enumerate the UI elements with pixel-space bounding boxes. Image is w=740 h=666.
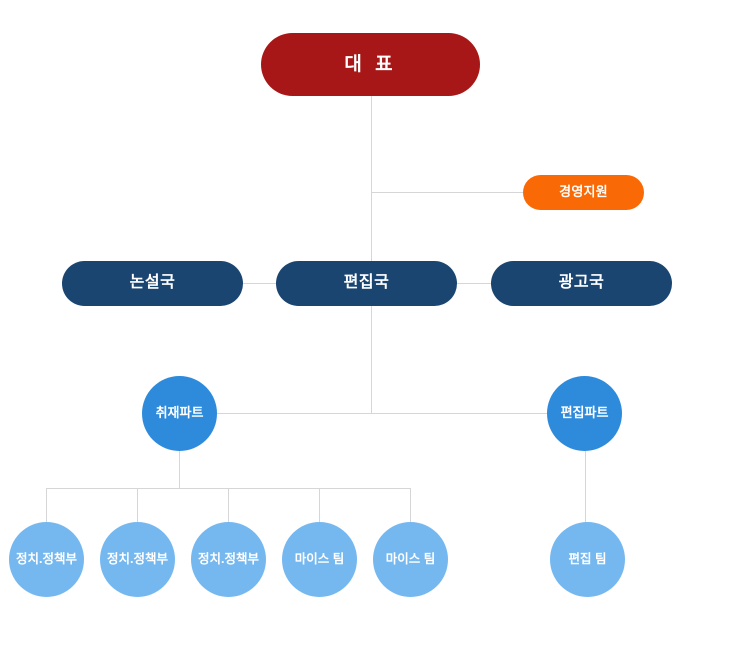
connector-team-drop-5 (410, 488, 411, 526)
connector-editing-drop (585, 451, 586, 526)
connector-support-branch (371, 192, 523, 193)
node-team-mice-1[interactable]: 마이스 팀 (282, 522, 357, 597)
node-team-politics-policy-2[interactable]: 정치.정책부 (100, 522, 175, 597)
node-ceo[interactable]: 대 표 (261, 33, 480, 96)
node-department-editorial-board[interactable]: 논설국 (62, 261, 243, 306)
node-department-editorial-office[interactable]: 편집국 (276, 261, 457, 306)
node-team-editing[interactable]: 편집 팀 (550, 522, 625, 597)
connector-editorial-down-trunk (371, 306, 372, 413)
node-department-advertising[interactable]: 광고국 (491, 261, 672, 306)
node-part-reporting[interactable]: 취재파트 (142, 376, 217, 451)
connector-part-bus (217, 413, 547, 414)
connector-team-drop-1 (46, 488, 47, 526)
node-team-politics-policy-1[interactable]: 정치.정책부 (9, 522, 84, 597)
node-team-mice-2[interactable]: 마이스 팀 (373, 522, 448, 597)
node-team-politics-policy-3[interactable]: 정치.정책부 (191, 522, 266, 597)
node-management-support[interactable]: 경영지원 (523, 175, 644, 210)
connector-team-drop-3 (228, 488, 229, 526)
connector-ceo-trunk (371, 96, 372, 261)
connector-team-drop-2 (137, 488, 138, 526)
connector-team-drop-4 (319, 488, 320, 526)
node-part-editing[interactable]: 편집파트 (547, 376, 622, 451)
connector-reporting-drop (179, 451, 180, 488)
